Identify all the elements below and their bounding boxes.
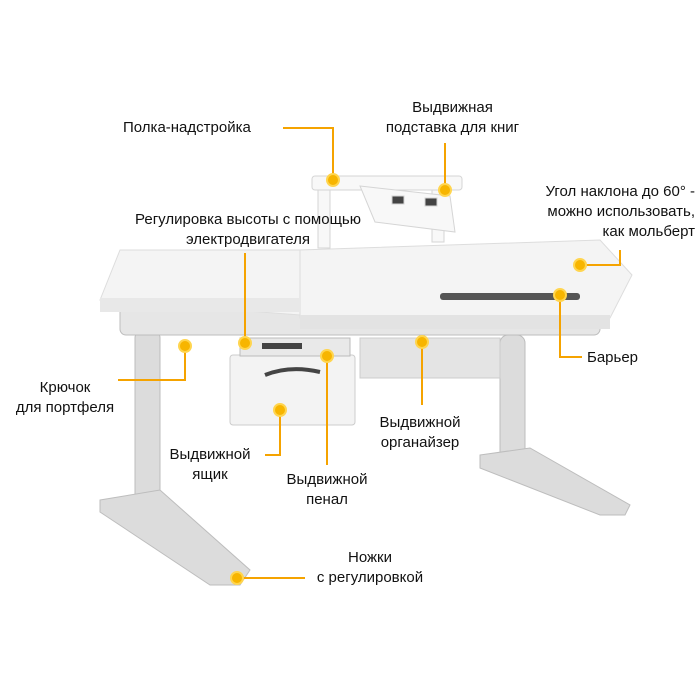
marker-shelf (326, 173, 340, 187)
marker-pencil (320, 349, 334, 363)
marker-book-stand (438, 183, 452, 197)
label-pencil: Выдвижной пенал (272, 470, 382, 510)
label-line: Регулировка высоты с помощью (135, 211, 361, 228)
feature-markers (178, 173, 587, 585)
label-line: ящик (192, 466, 228, 483)
label-line: Угол наклона до 60° - (545, 183, 695, 200)
label-line: Ножки (348, 549, 392, 566)
label-line: Крючок (39, 379, 91, 396)
label-hook: Крючок для портфеля (10, 378, 120, 418)
marker-tilt (573, 258, 587, 272)
label-shelf: Полка-надстройка (123, 119, 251, 136)
marker-motor (238, 336, 252, 350)
desktop (99, 239, 633, 329)
label-line: можно использовать, (547, 203, 695, 220)
label-barrier: Барьер (587, 349, 639, 366)
marker-organizer (415, 335, 429, 349)
label-line: Выдвижной (169, 446, 251, 463)
label-organizer: Выдвижной органайзер (365, 413, 475, 453)
marker-legs (230, 571, 244, 585)
label-line: подставка для книг (385, 119, 520, 136)
label-line: с регулировкой (316, 569, 424, 586)
label-line: органайзер (380, 434, 460, 451)
leader-lines (118, 127, 621, 579)
marker-hook (178, 339, 192, 353)
label-motor: Регулировка высоты с помощью электродвиг… (118, 210, 378, 250)
label-legs: Ножки с регулировкой (300, 548, 440, 588)
label-line: пенал (306, 491, 348, 508)
label-line: Выдвижная (412, 99, 493, 116)
label-line: как мольберт (602, 223, 695, 240)
marker-barrier (553, 288, 567, 302)
label-drawer: Выдвижной ящик (155, 445, 265, 485)
marker-drawer (273, 403, 287, 417)
label-line: Выдвижной (379, 414, 461, 431)
label-book-stand: Выдвижная подставка для книг (370, 98, 535, 138)
label-line: электродвигателя (185, 231, 311, 248)
label-line: Выдвижной (286, 471, 368, 488)
label-tilt: Угол наклона до 60° - можно использовать… (500, 182, 695, 242)
drawers (229, 337, 501, 426)
label-line: для портфеля (15, 399, 115, 416)
shelf (311, 175, 463, 249)
